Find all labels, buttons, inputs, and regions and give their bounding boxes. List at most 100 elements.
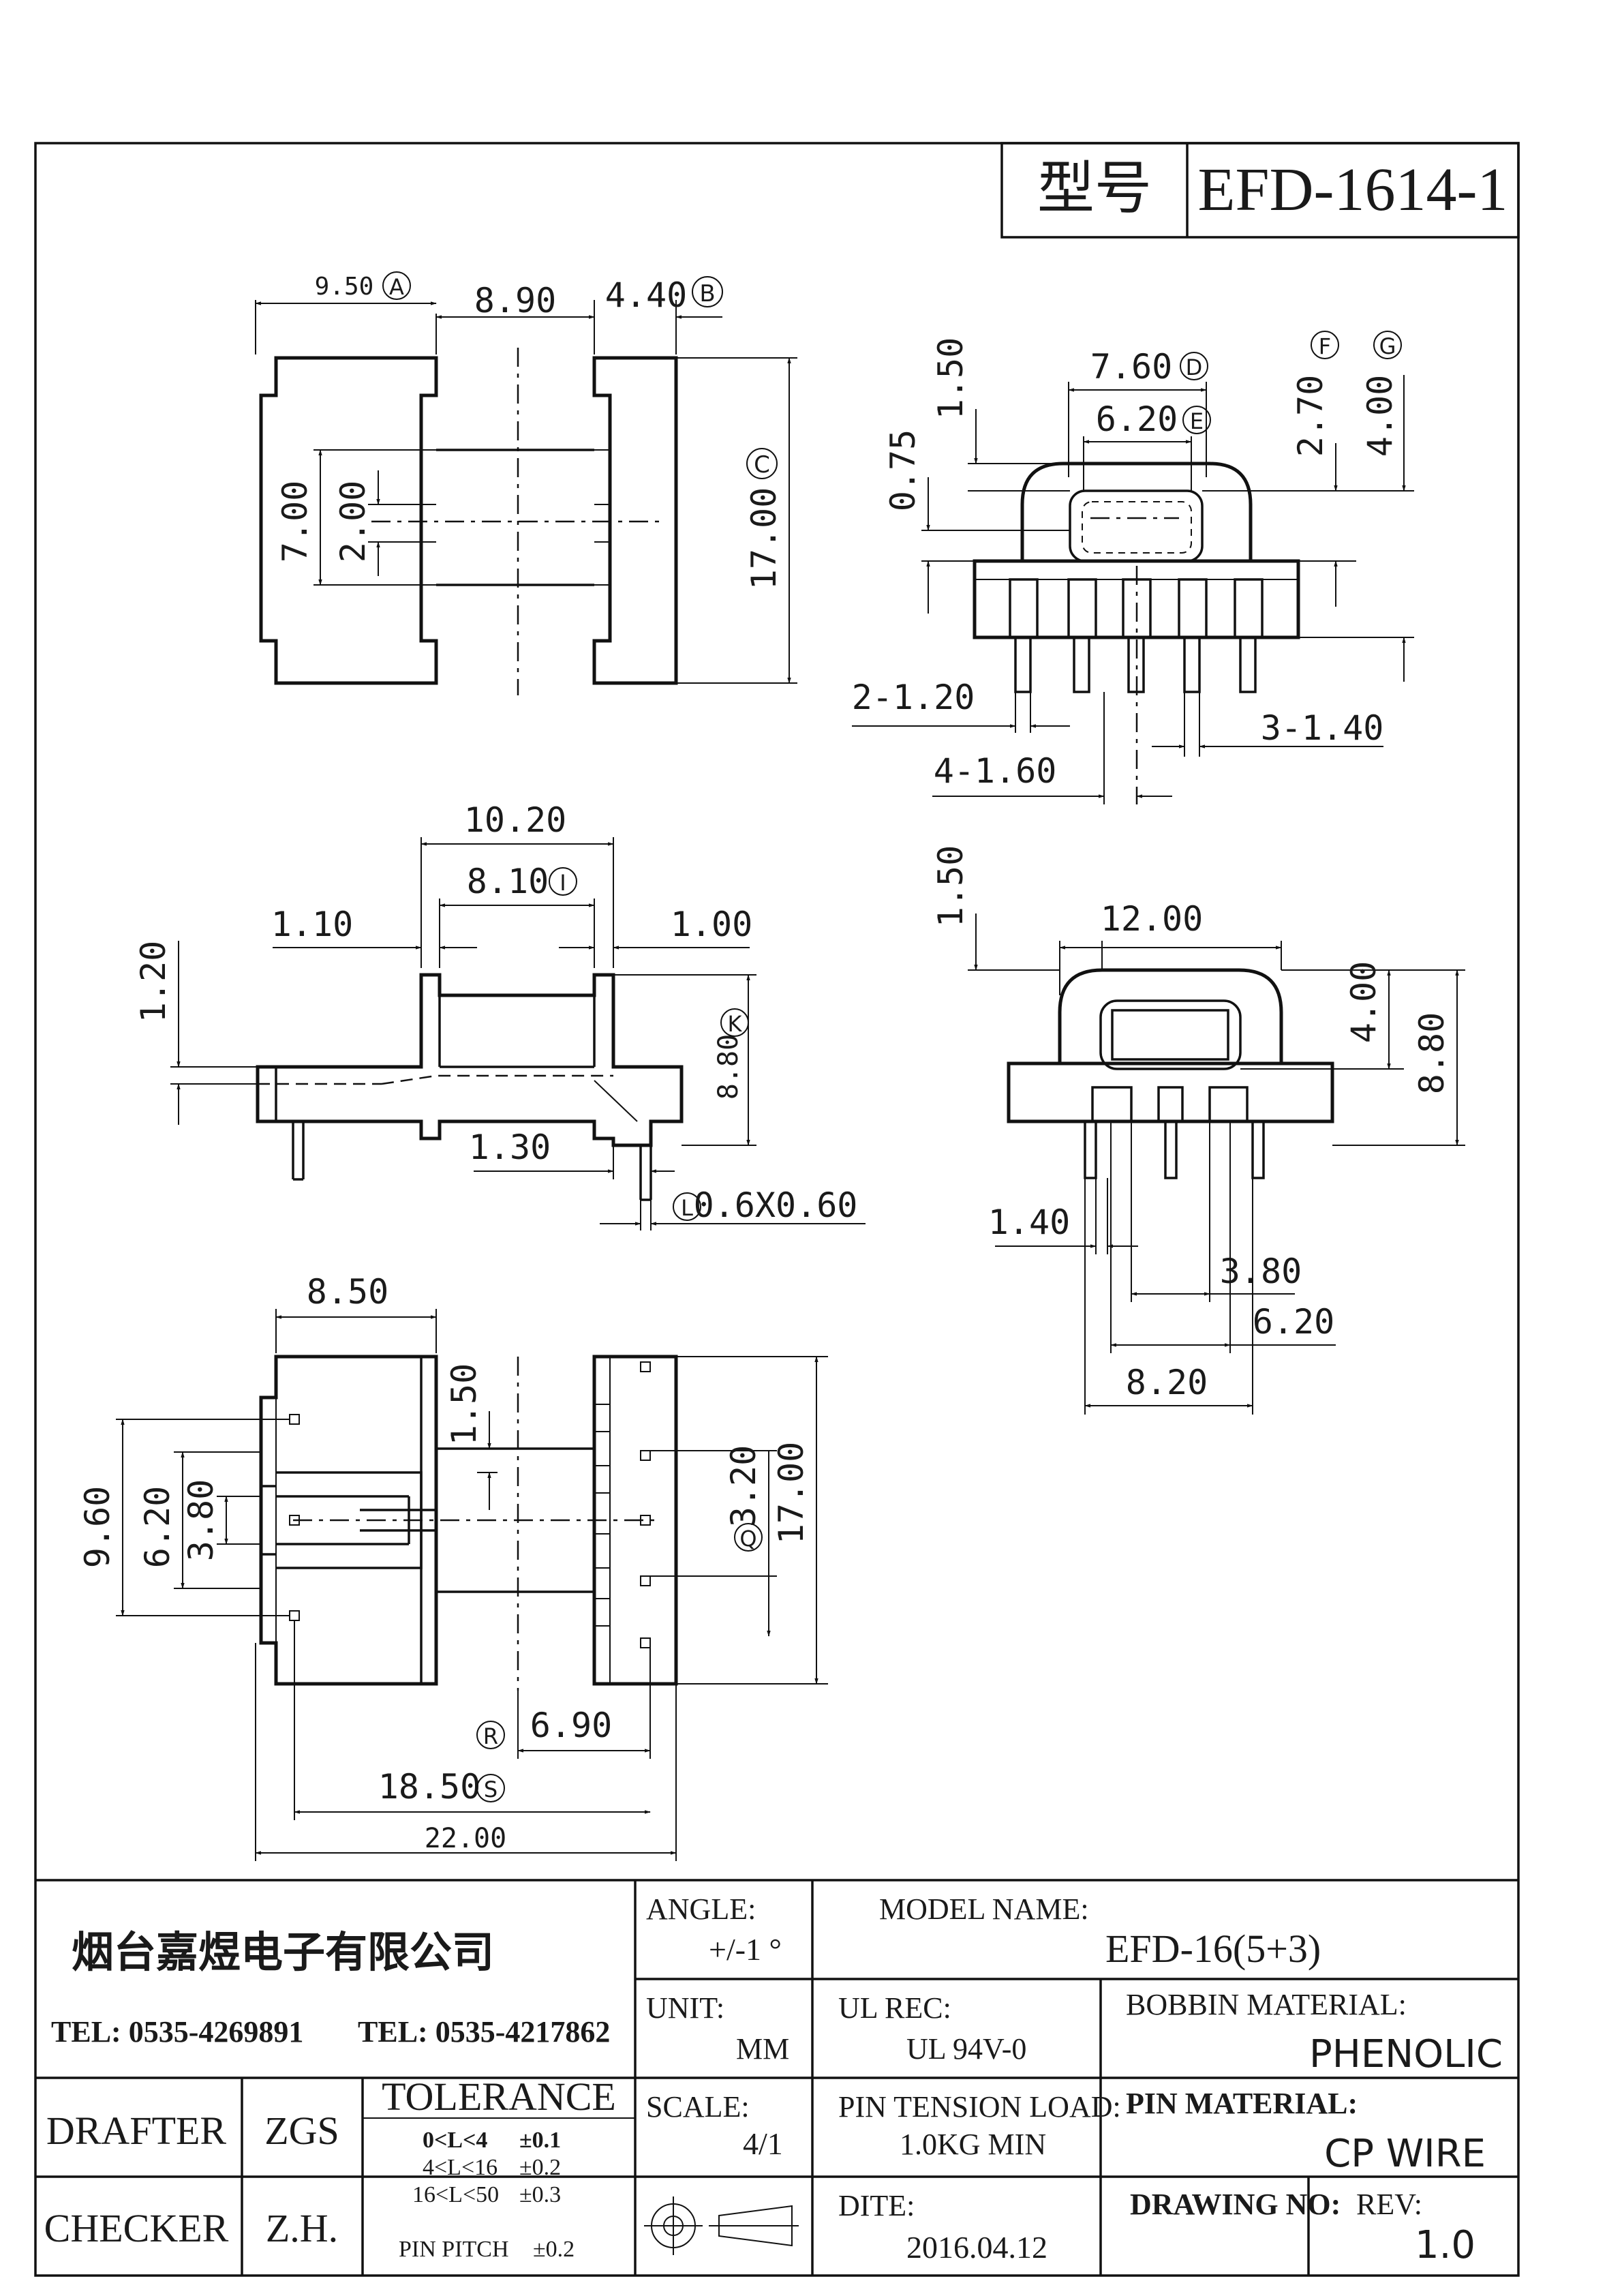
dim-8-10: 8.10 <box>467 862 549 901</box>
drawing-frame <box>34 142 1520 2277</box>
company-tel-2: TEL: 0535-4217862 <box>358 2015 610 2049</box>
angle-label: ANGLE: <box>646 1892 756 1926</box>
ul-value: UL 94V-0 <box>906 2032 1026 2066</box>
dim-8-80-side: 8.80 <box>713 1034 744 1100</box>
dim-3-20: 3.20 <box>724 1445 763 1527</box>
top-view: 9.50 A 8.90 4.40 B 7.00 2.00 17.00 C <box>255 271 797 695</box>
dim-1-50-bottom: 1.50 <box>444 1363 484 1445</box>
dim-9-50: 9.50 <box>315 273 374 301</box>
scale-value: 4/1 <box>743 2126 783 2161</box>
dim-1-40: 1.40 <box>988 1203 1070 1242</box>
dim-8-50: 8.50 <box>307 1272 388 1312</box>
tolerance-label: TOLERANCE <box>382 2074 616 2119</box>
dim-9-60: 9.60 <box>78 1486 117 1568</box>
dim-7-60: 7.60 <box>1090 347 1172 387</box>
marker-e: E <box>1190 408 1204 434</box>
dim-4-40: 4.40 <box>605 275 687 315</box>
dim-6-90: 6.90 <box>530 1706 612 1745</box>
title-block-table: 烟台嘉煜电子有限公司 TEL: 0535-4269891 TEL: 0535-4… <box>35 1879 1518 2276</box>
tolerance-value-3: ±0.3 <box>519 2182 561 2207</box>
dim-18-50: 18.50 <box>378 1767 481 1807</box>
tolerance-value-1: ±0.1 <box>519 2128 561 2153</box>
drafter-label: DRAFTER <box>46 2109 227 2153</box>
model-value: EFD-1614-1 <box>1198 156 1508 224</box>
marker-g: G <box>1379 333 1396 359</box>
dim-17-00-bottom: 17.00 <box>771 1442 811 1545</box>
side-view: 10.20 8.10 I 1.10 1.00 1.20 8.80 K 1.30 … <box>134 800 866 1230</box>
marker-k: K <box>728 1011 743 1037</box>
dim-6-20-end: 6.20 <box>1253 1302 1334 1342</box>
date-label: DITE: <box>838 2189 915 2222</box>
dim-1-30: 1.30 <box>469 1128 551 1167</box>
dim-3-80-bottom: 3.80 <box>181 1479 221 1561</box>
dim-22-00: 22.00 <box>425 1823 506 1854</box>
model-name-label: MODEL NAME: <box>879 1892 1089 1926</box>
checker-value: Z.H. <box>266 2206 338 2250</box>
dim-1-20: 1.20 <box>134 941 173 1023</box>
dim-4-00-front: 4.00 <box>1360 375 1400 457</box>
dim-8-20: 8.20 <box>1126 1363 1208 1402</box>
marker-a: A <box>389 274 404 300</box>
dim-0-6x0-60: 0.6X0.60 <box>694 1185 858 1225</box>
marker-d: D <box>1186 354 1203 380</box>
pin-tension-value: 1.0KG MIN <box>900 2128 1046 2161</box>
dim-2-00: 2.00 <box>333 481 373 562</box>
dim-6-20-bottom: 6.20 <box>138 1486 177 1568</box>
marker-l: L <box>681 1195 693 1221</box>
dim-3-80: 3.80 <box>1220 1252 1302 1291</box>
checker-label: CHECKER <box>44 2206 229 2250</box>
tolerance-range-3: 16<L<50 <box>412 2182 499 2207</box>
marker-c: C <box>754 451 770 479</box>
marker-s: S <box>484 1777 498 1802</box>
tolerance-value-2: ±0.2 <box>519 2155 561 2180</box>
bobbin-material-value: PHENOLIC <box>1309 2032 1503 2076</box>
bobbin-material-label: BOBBIN MATERIAL: <box>1126 1988 1407 2021</box>
drawing-no-label: DRAWING NO: <box>1130 2188 1341 2221</box>
marker-r: R <box>483 1723 498 1749</box>
unit-value: MM <box>736 2032 789 2066</box>
dim-7-00: 7.00 <box>275 481 315 562</box>
company-name: 烟台嘉煜电子有限公司 <box>72 1927 494 1977</box>
dim-4-00-end: 4.00 <box>1344 961 1383 1043</box>
dim-12-00: 12.00 <box>1101 899 1204 939</box>
company-tel-1: TEL: 0535-4269891 <box>51 2015 303 2049</box>
drafter-value: ZGS <box>264 2109 339 2153</box>
dim-4-1-60: 4-1.60 <box>934 751 1057 791</box>
dim-10-20: 10.20 <box>464 800 567 840</box>
front-view: 7.60 D 6.20 E 1.50 0.75 2.70 F 4.00 G <box>852 331 1414 804</box>
tolerance-range-1: 0<L<4 <box>423 2128 487 2153</box>
unit-label: UNIT: <box>646 1991 724 2025</box>
pin-material-label: PIN MATERIAL: <box>1126 2087 1358 2120</box>
model-title-box: 型号 EFD-1614-1 <box>1000 142 1520 239</box>
ul-label: UL REC: <box>838 1991 951 2025</box>
dim-2-1-20: 2-1.20 <box>852 678 975 717</box>
marker-q: Q <box>739 1526 756 1552</box>
projection-symbol-icon <box>644 2196 799 2255</box>
date-value: 2016.04.12 <box>906 2230 1047 2265</box>
dim-8-80-end: 8.80 <box>1412 1012 1452 1094</box>
model-name-value: EFD-16(5+3) <box>1105 1927 1321 1971</box>
dim-3-1-40: 3-1.40 <box>1261 708 1384 748</box>
marker-f: F <box>1319 333 1331 359</box>
pin-tension-label: PIN TENSION LOAD: <box>838 2090 1121 2124</box>
model-label: 型号 <box>1037 157 1152 221</box>
marker-i: I <box>560 870 566 896</box>
dim-6-20: 6.20 <box>1096 399 1178 439</box>
dim-2-70: 2.70 <box>1291 375 1330 457</box>
scale-label: SCALE: <box>646 2090 750 2124</box>
pin-pitch-value: ±0.2 <box>533 2237 575 2262</box>
pin-material-value: CP WIRE <box>1324 2132 1486 2176</box>
marker-b: B <box>699 280 715 307</box>
dim-1-00: 1.00 <box>671 905 752 944</box>
bottom-view: 8.50 1.50 3.20 Q 17.00 9.60 6.20 3.80 6.… <box>78 1272 828 1861</box>
dim-8-90: 8.90 <box>474 281 556 320</box>
tolerance-range-2: 4<L<16 <box>423 2155 498 2180</box>
dim-17-00: 17.00 <box>744 487 784 590</box>
rev-label: REV: <box>1356 2188 1422 2221</box>
dim-1-50-front: 1.50 <box>931 337 970 419</box>
dim-1-50-end: 1.50 <box>931 845 970 927</box>
end-view: 12.00 1.50 4.00 8.80 1.40 3.80 6.20 8.20 <box>931 845 1465 1415</box>
pin-pitch-label: PIN PITCH <box>399 2237 509 2262</box>
angle-value: +/-1 ° <box>709 1932 782 1967</box>
